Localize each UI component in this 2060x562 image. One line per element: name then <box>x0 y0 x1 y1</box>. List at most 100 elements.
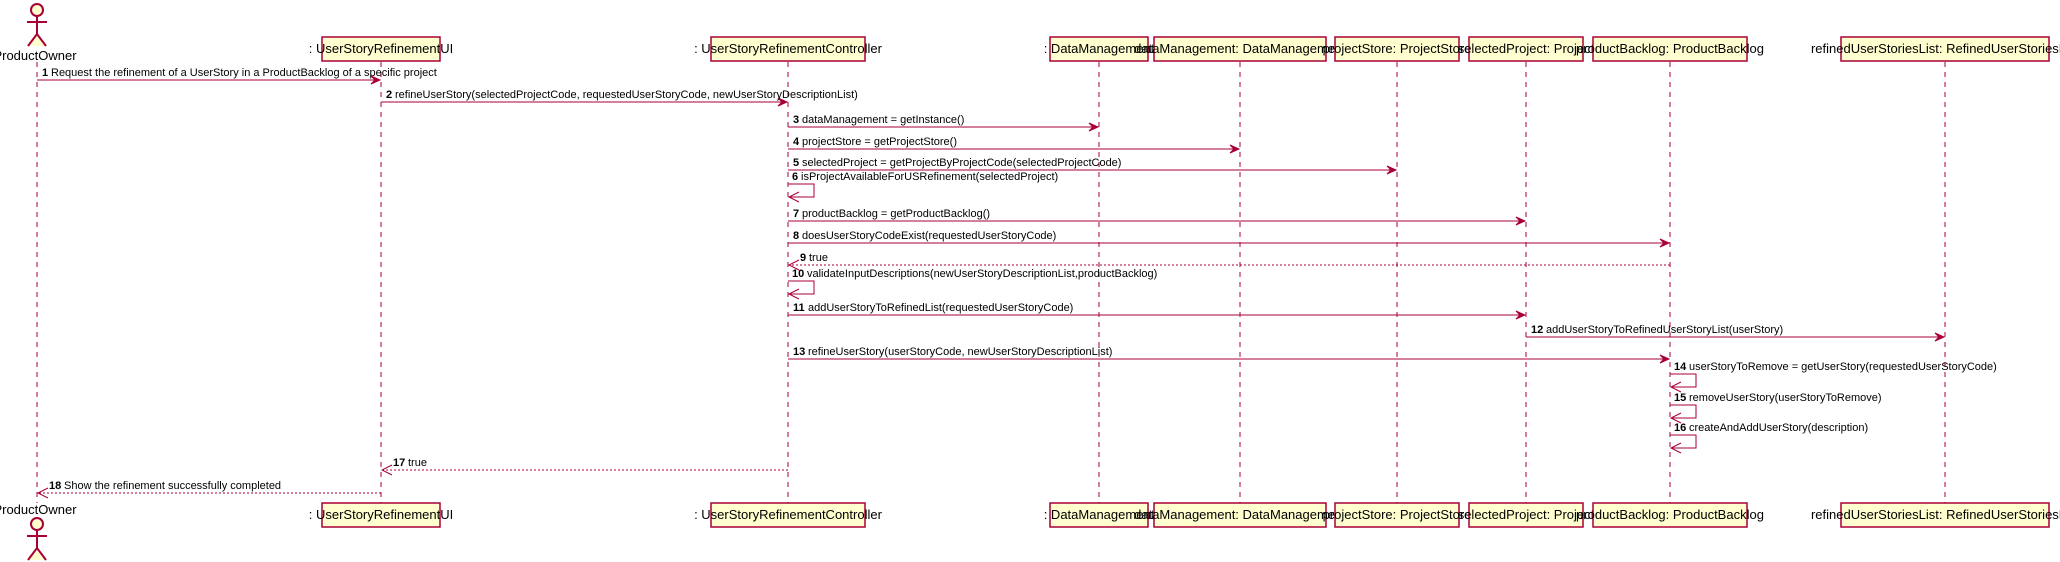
arrow-head-icon <box>1659 238 1671 248</box>
arrow-head-icon <box>1669 442 1682 454</box>
message-number: 5 <box>793 157 799 169</box>
message-number: 14 <box>1674 361 1687 373</box>
actor-legs-icon <box>27 32 47 47</box>
actor-product-owner-bottom: ProductOwner <box>0 502 77 561</box>
participant-label: : UserStoryRefinementUI <box>309 41 454 56</box>
message-number: 18 <box>49 480 61 492</box>
arrow-head-icon <box>36 487 49 499</box>
participant-label: productBacklog: ProductBacklog <box>1576 41 1764 56</box>
participant-label: selectedProject: Project <box>1458 507 1595 522</box>
participant-box <box>1049 502 1149 528</box>
participant-label: : UserStoryRefinementController <box>694 41 883 56</box>
actor-head-icon <box>30 3 44 17</box>
participant-box <box>710 36 866 62</box>
arrow-head-icon <box>787 288 800 300</box>
lifelines <box>36 62 1946 503</box>
message-label: createAndAddUserStory(description) <box>1689 422 1868 434</box>
message-label: userStoryToRemove = getUserStory(request… <box>1689 361 1997 373</box>
participant-box <box>1840 502 2050 528</box>
participant-sp-top: selectedProject: Project <box>1458 36 1595 62</box>
participant-box <box>710 502 866 528</box>
participants: : UserStoryRefinementUI : UserStoryRefine… <box>0 3 2060 561</box>
arrow-head-icon <box>1669 412 1682 424</box>
participant-rl-bottom: refinedUserStoriesList: RefinedUserStori… <box>1811 502 2060 528</box>
actor-label: ProductOwner <box>0 48 77 63</box>
arrow-head-icon <box>1386 165 1398 175</box>
participant-box <box>1334 36 1460 62</box>
actor-legs-icon <box>27 546 47 561</box>
participant-dm-bottom: : DataManagement <box>1044 502 1155 528</box>
arrow-head-icon <box>787 191 800 203</box>
participant-ps-bottom: projectStore: ProjectStore <box>1323 502 1472 528</box>
participant-pb-top: productBacklog: ProductBacklog <box>1576 36 1764 62</box>
participant-label: : DataManagement <box>1044 41 1155 56</box>
message-number: 8 <box>793 230 799 242</box>
participant-label: projectStore: ProjectStore <box>1323 41 1472 56</box>
message-label: true <box>809 252 828 264</box>
participant-box <box>1592 502 1748 528</box>
message-number: 1 <box>42 67 48 79</box>
message-label: doesUserStoryCodeExist(requestedUserStor… <box>802 230 1056 242</box>
participant-label: : UserStoryRefinementUI <box>309 507 454 522</box>
message-label: validateInputDescriptions(newUserStoryDe… <box>807 268 1157 280</box>
message-number: 2 <box>386 89 392 101</box>
message-label: productBacklog = getProductBacklog() <box>802 208 990 220</box>
participant-label: refinedUserStoriesList: RefinedUserStori… <box>1811 41 2060 56</box>
participant-ps-top: projectStore: ProjectStore <box>1323 36 1472 62</box>
participant-label: : UserStoryRefinementController <box>694 507 883 522</box>
arrow-head-icon <box>380 464 393 476</box>
message-label: isProjectAvailableForUSRefinement(select… <box>801 171 1058 183</box>
participant-box <box>1468 502 1584 528</box>
participant-label: selectedProject: Project <box>1458 41 1595 56</box>
participant-label: projectStore: ProjectStore <box>1323 507 1472 522</box>
participant-dmi-top: dataManagement: DataManagement <box>1134 36 1346 62</box>
message-number: 13 <box>793 346 805 358</box>
message-label: dataManagement = getInstance() <box>802 114 964 126</box>
participant-label: productBacklog: ProductBacklog <box>1576 507 1764 522</box>
participant-sp-bottom: selectedProject: Project <box>1458 502 1595 528</box>
message-number: 4 <box>793 136 800 148</box>
message-label: Show the refinement successfully complet… <box>64 480 281 492</box>
message-label: selectedProject = getProjectByProjectCod… <box>802 157 1121 169</box>
message-label: refineUserStory(selectedProjectCode, req… <box>395 89 858 101</box>
participant-box <box>1468 36 1584 62</box>
participant-box <box>1153 502 1327 528</box>
message-label: addUserStoryToRefinedList(requestedUserS… <box>808 302 1073 314</box>
message-label: projectStore = getProjectStore() <box>802 136 957 148</box>
message-number: 11 <box>793 302 805 314</box>
arrow-head-icon <box>1669 381 1682 393</box>
participant-box <box>1049 36 1149 62</box>
message-number: 15 <box>1674 392 1686 404</box>
participant-dmi-bottom: dataManagement: DataManagement <box>1134 502 1346 528</box>
participant-dm-top: : DataManagement <box>1044 36 1155 62</box>
participant-box <box>1334 502 1460 528</box>
participant-label: dataManagement: DataManagement <box>1134 41 1346 56</box>
actor-head-icon <box>30 517 44 531</box>
participant-box <box>1592 36 1748 62</box>
participant-label: refinedUserStoriesList: RefinedUserStori… <box>1811 507 2060 522</box>
message-number: 6 <box>792 171 798 183</box>
message-number: 12 <box>1531 324 1543 336</box>
arrow-head-icon <box>787 259 800 271</box>
participant-box <box>321 502 441 528</box>
message-line <box>788 280 815 295</box>
message-number: 7 <box>793 208 799 220</box>
message-number: 10 <box>792 268 804 280</box>
arrow-head-icon <box>1088 122 1100 132</box>
participant-pb-bottom: productBacklog: ProductBacklog <box>1576 502 1764 528</box>
participant-rl-top: refinedUserStoriesList: RefinedUserStori… <box>1811 36 2060 62</box>
actor-product-owner-top: ProductOwner <box>0 3 77 63</box>
